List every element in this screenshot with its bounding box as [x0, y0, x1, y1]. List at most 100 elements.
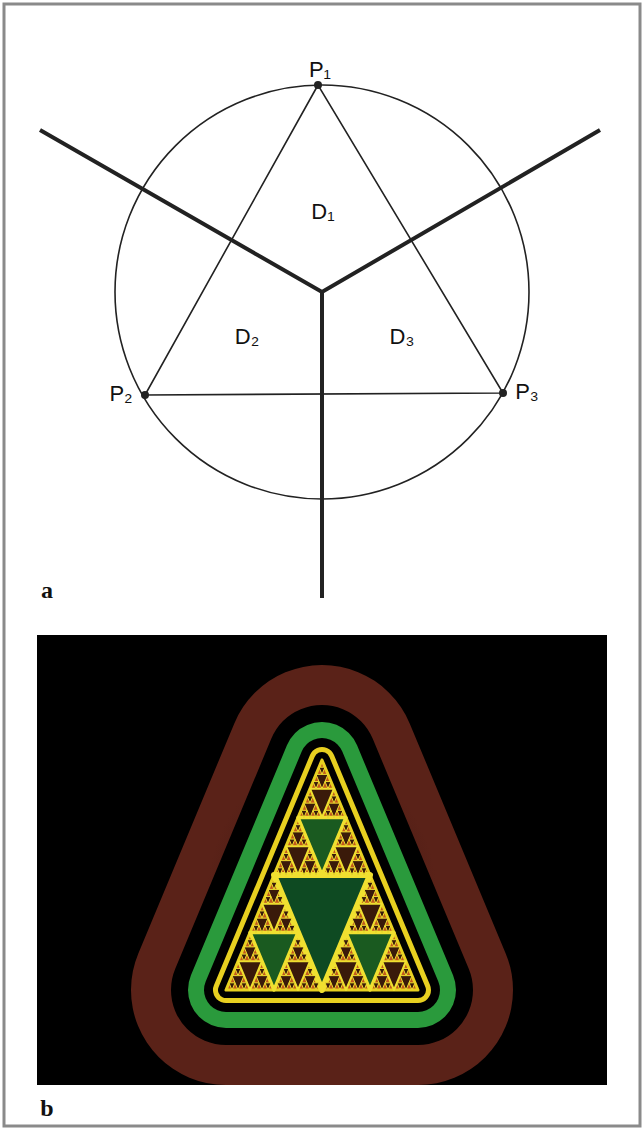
point	[314, 81, 322, 89]
panel-letter: b	[40, 1096, 53, 1120]
gasket-hole	[343, 825, 349, 832]
black-band	[226, 760, 418, 990]
attractor-image	[226, 760, 418, 990]
gasket-hole	[307, 968, 313, 975]
gasket-hole	[391, 940, 397, 947]
gasket-hole	[343, 940, 349, 947]
gasket-hole	[361, 983, 367, 990]
gasket-hole	[301, 983, 307, 990]
gasket-hole	[313, 810, 319, 817]
gasket-hole	[259, 968, 265, 975]
black-band	[226, 760, 418, 990]
gasket-hole	[337, 868, 343, 875]
gasket-hole	[265, 925, 271, 932]
gasket-hole	[349, 925, 355, 932]
boundary-line	[40, 130, 600, 292]
region-label: D₃	[390, 326, 415, 348]
gasket-hole	[277, 925, 283, 932]
image-ground	[37, 635, 607, 1085]
gasket-hole	[295, 940, 301, 947]
gasket-hole	[325, 782, 331, 789]
gasket-hole	[301, 868, 307, 875]
gasket-hole	[241, 983, 247, 990]
gasket-hole	[229, 983, 235, 990]
gasket-hole	[355, 911, 361, 918]
gasket-hole	[331, 853, 337, 860]
gasket-hole	[331, 796, 337, 803]
gasket-hole	[277, 868, 283, 875]
gasket-hole	[235, 968, 241, 975]
boundary-line	[320, 292, 324, 598]
gasket-hole	[397, 983, 403, 990]
panel-letter: a	[41, 578, 53, 602]
gasket-hole	[337, 810, 343, 817]
gasket-hole	[301, 839, 307, 846]
gasket-hole	[253, 983, 259, 990]
point-label: P₂	[109, 383, 132, 405]
yellow-band	[226, 760, 418, 990]
gasket-hole	[289, 868, 295, 875]
gasket-hole	[325, 868, 331, 875]
gasket-hole	[379, 968, 385, 975]
gasket-hole	[313, 983, 319, 990]
gasket-hole	[337, 983, 343, 990]
gasket-hole	[283, 853, 289, 860]
gasket-hole	[301, 810, 307, 817]
gasket-hole	[265, 983, 271, 990]
gasket-hole	[283, 911, 289, 918]
gasket-hole	[277, 897, 283, 904]
gasket-hole	[241, 954, 247, 961]
gasket-hole	[385, 954, 391, 961]
gasket-holes	[229, 767, 415, 990]
gasket-hole	[283, 968, 289, 975]
gasket	[226, 760, 418, 990]
gasket-hole	[361, 868, 367, 875]
point-label: P₁	[309, 59, 331, 81]
gasket-hole	[397, 954, 403, 961]
gasket-hole	[355, 853, 361, 860]
gasket-hole	[349, 868, 355, 875]
gasket-hole	[379, 911, 385, 918]
gasket-hole	[271, 882, 277, 889]
gasket-hole	[373, 983, 379, 990]
gasket-hole	[385, 983, 391, 990]
point-label: P₃	[515, 381, 539, 403]
gasket-hole	[277, 983, 283, 990]
gasket-hole	[349, 954, 355, 961]
gasket-hole	[349, 983, 355, 990]
gasket-hole	[307, 796, 313, 803]
gasket-hole	[319, 767, 325, 774]
gasket-hole	[385, 925, 391, 932]
gasket-hole	[313, 782, 319, 789]
gasket-hole	[331, 968, 337, 975]
gasket-hole	[361, 925, 367, 932]
gasket-hole	[295, 825, 301, 832]
outer-band	[226, 760, 418, 990]
gasket-hole	[403, 968, 409, 975]
gasket-hole	[259, 911, 265, 918]
gasket-hole	[313, 868, 319, 875]
gasket-hole	[337, 954, 343, 961]
gasket-hole	[409, 983, 415, 990]
gasket-hole	[301, 954, 307, 961]
gasket-hole	[325, 810, 331, 817]
gasket-hole	[289, 925, 295, 932]
point	[141, 391, 149, 399]
gasket-hole	[289, 983, 295, 990]
gasket-hole	[373, 897, 379, 904]
gasket-hole	[289, 839, 295, 846]
gasket-hole	[307, 853, 313, 860]
gasket-hole	[325, 983, 331, 990]
green-band	[226, 760, 418, 990]
gasket-hole	[253, 925, 259, 932]
gasket-hole	[289, 954, 295, 961]
gasket-hole	[337, 839, 343, 846]
point	[499, 389, 507, 397]
gasket-hole	[253, 954, 259, 961]
region-label: D₂	[235, 326, 259, 348]
region-label: D₁	[311, 201, 334, 223]
black-band	[226, 760, 418, 990]
gasket-hole	[265, 897, 271, 904]
